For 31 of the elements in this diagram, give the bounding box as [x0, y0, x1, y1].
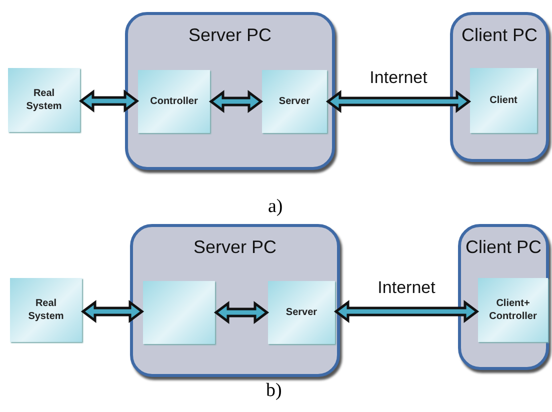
computer-container: [458, 224, 549, 370]
block-label: Server: [286, 306, 318, 320]
double-arrow: [80, 300, 144, 323]
double-arrow: [78, 90, 140, 112]
panel-label: a): [268, 196, 283, 218]
block-box: [478, 278, 548, 342]
block-box: [262, 70, 327, 133]
double-arrow: [334, 300, 480, 323]
container-title: Client PC: [460, 25, 539, 46]
block-box: [143, 281, 215, 344]
block-label: Controller: [150, 94, 198, 108]
computer-container: [450, 12, 549, 162]
panel-label: b): [266, 380, 282, 402]
block-box: [138, 70, 210, 133]
block-box: [8, 68, 80, 132]
block-box: [10, 278, 82, 342]
double-arrow: [208, 90, 264, 113]
computer-container: [130, 224, 340, 377]
container-title: Server PC: [187, 25, 273, 46]
double-arrow: [326, 90, 472, 113]
container-title: Server PC: [192, 237, 278, 258]
computer-container: [125, 12, 335, 170]
block-label: Server: [278, 94, 310, 108]
double-arrow: [214, 301, 270, 324]
block-label: Client: [490, 94, 518, 108]
block-label: Real System: [25, 86, 63, 114]
block-label: Real System: [27, 296, 65, 324]
block-label: Client+ Controller: [488, 296, 538, 324]
container-title: Client PC: [464, 237, 543, 258]
block-box: [470, 68, 537, 133]
block-box: [268, 281, 335, 344]
